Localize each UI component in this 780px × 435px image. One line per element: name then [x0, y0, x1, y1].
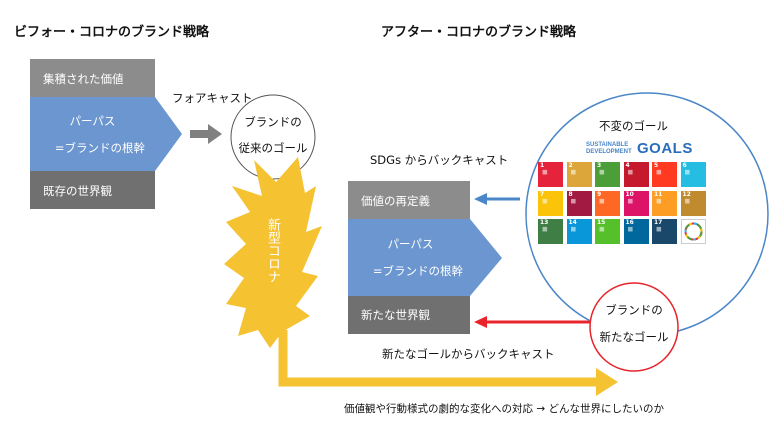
before-stack-top-label: 集積された価値: [43, 72, 124, 86]
sdg-tile-number: 1: [540, 162, 545, 169]
sdg-tile-icon: ◼: [627, 168, 634, 176]
sdg-tile: 17◼: [652, 219, 677, 244]
sdg-tile: 12◼: [680, 190, 706, 216]
sdg-tile-number: 13: [540, 219, 549, 226]
sdg-tile-icon: ◼: [684, 168, 691, 176]
sdg-tile-grid: 1◼2◼3◼4◼5◼6◼7◼8◼9◼10◼11◼12◼13◼14◼15◼16◼1…: [538, 162, 738, 262]
covid-label: 新型コロナ: [265, 218, 280, 283]
before-purpose-subtitle: =ブランドの根幹: [54, 141, 146, 155]
sdg-tile-number: 4: [625, 162, 630, 169]
sdg-tile-number: 6: [682, 162, 687, 169]
sdg-tile-icon: ◼: [599, 168, 605, 176]
sdg-logo-line2: DEVELOPMENT: [586, 149, 632, 155]
forecast-label: フォアキャスト: [172, 91, 253, 105]
after-stack-bottom: [348, 296, 470, 334]
new-goal-line2: 新たなゴール: [599, 330, 669, 344]
after-stack-top: [348, 181, 470, 219]
sdg-tile: 14◼: [566, 219, 592, 244]
sdg-logo-line1: SUSTAINABLE: [586, 142, 629, 148]
sdg-tile-icon: ◼: [570, 196, 577, 205]
sdg-tile-icon: ◼: [627, 225, 634, 233]
old-goal-circle-outline: [230, 94, 316, 180]
covid-burst: [224, 157, 322, 348]
sdg-tile-number: 7: [540, 190, 545, 198]
sdg-circle-title: 不変のゴール: [599, 119, 668, 133]
sdg-tile: 1◼: [538, 162, 563, 187]
sdg-tile-number: 12: [682, 190, 691, 198]
after-purpose-label: パーパス: [387, 237, 434, 251]
sdg-tile-icon: ◼: [542, 168, 548, 176]
sdg-tile-icon: ◼: [656, 196, 662, 205]
old-goal-line1: ブランドの: [244, 115, 302, 129]
old-goal-line2: 従来のゴール: [238, 141, 308, 155]
new-goal-circle-outline: [589, 282, 679, 372]
sdg-tile-icon: ◼: [542, 196, 548, 205]
sdg-tile: 13◼: [538, 219, 563, 244]
sdg-tile: 2◼: [566, 162, 592, 187]
sdg-tile-number: 5: [654, 162, 659, 169]
sdg-tile-icon: ◼: [627, 196, 634, 205]
sdg-tile-icon: ◼: [684, 196, 691, 205]
before-stack-mid: [30, 97, 182, 171]
before-corona-title: ビフォー・コロナのブランド戦略: [14, 25, 210, 40]
sdg-tile-number: 2: [568, 162, 573, 169]
after-stack-bottom-label: 新たな世界観: [361, 308, 430, 322]
sdg-tile-number: 9: [597, 190, 602, 198]
footer-caption: 価値観や行動様式の劇的な変化への対応 → どんな世界にしたいのか: [344, 403, 664, 415]
sdg-tile-icon: ◼: [656, 168, 662, 176]
new-goal-line1: ブランドの: [605, 303, 663, 317]
after-purpose-subtitle: =ブランドの根幹: [372, 264, 464, 278]
sdg-tile-number: 3: [597, 162, 602, 169]
sdg-tile: 11◼: [652, 190, 677, 216]
sdg-tile: 16◼: [623, 219, 649, 244]
sdg-tile-icon: ◼: [656, 225, 662, 233]
sdg-tile: [680, 219, 706, 244]
sdg-tile: 3◼: [595, 162, 620, 187]
before-stack-top: [30, 59, 155, 97]
sdg-tile: 7◼: [538, 190, 563, 216]
sdg-tile: 15◼: [595, 219, 620, 244]
sdg-tile: 9◼: [595, 190, 620, 216]
sdg-tile: 4◼: [623, 162, 649, 187]
sdg-logo-word: GOALS: [637, 140, 693, 157]
before-stack-bottom-label: 既存の世界観: [43, 184, 112, 198]
new-goal-backcast-arrowhead: [474, 316, 487, 328]
sdg-tile-number: 8: [568, 190, 573, 198]
covid-transition-arrow: [278, 330, 600, 387]
after-stack-mid: [348, 219, 502, 296]
covid-transition-arrowhead: [596, 368, 618, 396]
sdg-tile-icon: ◼: [570, 225, 577, 233]
new-goal-backcast-label: 新たなゴールからバックキャスト: [382, 347, 555, 361]
sdg-tile: 8◼: [566, 190, 592, 216]
sdg-tile-number: 10: [625, 190, 634, 198]
sdg-tile-icon: ◼: [542, 225, 548, 233]
sdg-tile: 5◼: [652, 162, 677, 187]
sdg-tile-icon: ◼: [599, 225, 605, 233]
before-stack-bottom: [30, 171, 155, 209]
sdg-tile-number: 14: [568, 219, 577, 226]
forecast-arrow: [190, 124, 222, 144]
after-corona-title: アフター・コロナのブランド戦略: [381, 25, 577, 40]
sdg-tile-number: 16: [625, 219, 634, 226]
after-stack-top-label: 価値の再定義: [361, 194, 430, 208]
sdg-wheel-icon: [684, 222, 702, 241]
sdg-tile-icon: ◼: [570, 168, 577, 176]
sdg-tile-icon: ◼: [599, 196, 605, 205]
sdg-tile-number: 15: [597, 219, 606, 226]
before-purpose-label: パーパス: [69, 114, 116, 128]
sdg-tile: 6◼: [680, 162, 706, 187]
sdgs-backcast-label: SDGs からバックキャスト: [370, 153, 509, 167]
sdg-tile: 10◼: [623, 190, 649, 216]
sdgs-backcast-arrowhead: [474, 193, 487, 205]
sdg-tile-number: 11: [654, 190, 663, 198]
sdg-tile-number: 17: [654, 219, 663, 226]
